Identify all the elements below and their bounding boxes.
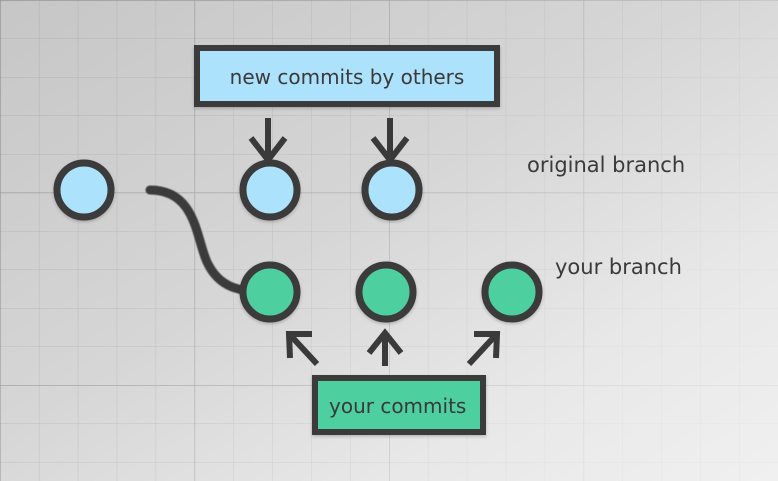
callout-your-commits[interactable]: your commits: [312, 375, 486, 435]
commit-node-other-2[interactable]: [361, 159, 423, 221]
original-branch-commits: [53, 159, 423, 221]
callout-your-commits-box: [312, 375, 486, 435]
commit-node-yours-2[interactable]: [355, 261, 417, 323]
arrow-up-left-to-commit-yours-1: [285, 331, 320, 367]
arrow-up-right-to-commit-yours-3: [466, 331, 501, 367]
callout-new-commits-by-others[interactable]: new commits by others: [194, 45, 500, 107]
label-original-branch: original branch: [527, 153, 685, 177]
label-your-branch: your branch: [555, 255, 682, 279]
commit-node-yours-3[interactable]: [481, 261, 543, 323]
callout-new-commits-label: new commits by others: [230, 65, 465, 89]
arrow-down-to-commit-other-2: [370, 118, 410, 165]
callout-your-commits-label: your commits: [329, 394, 466, 418]
your-branch-commits: [239, 261, 543, 323]
arrow-up-to-commit-yours-2: [366, 328, 404, 366]
arrow-down-to-commit-other-1: [248, 118, 288, 165]
commit-node-base[interactable]: [53, 159, 115, 221]
callout-new-commits-box: [194, 45, 500, 107]
commit-node-yours-1[interactable]: [239, 261, 301, 323]
commit-node-other-1[interactable]: [239, 159, 301, 221]
